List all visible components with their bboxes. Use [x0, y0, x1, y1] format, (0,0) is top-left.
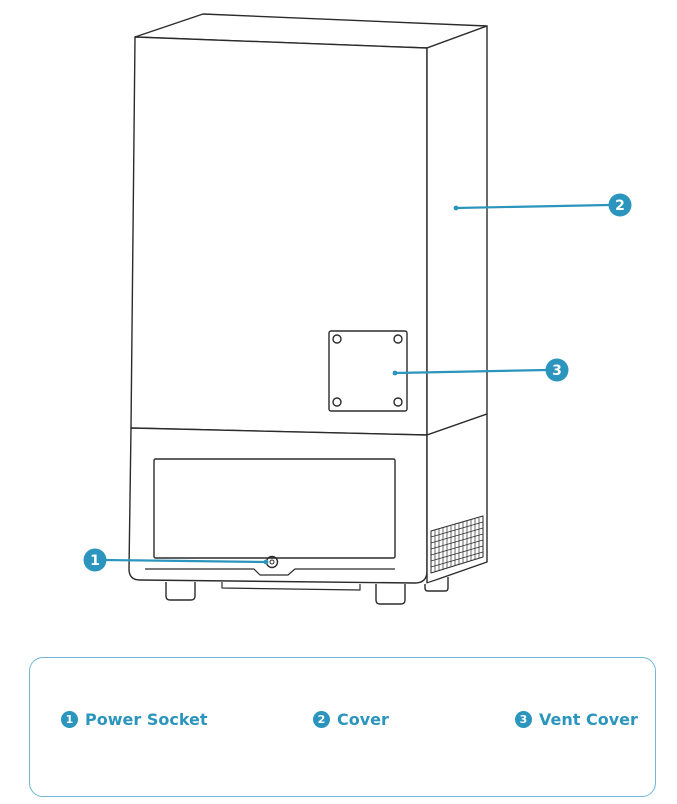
- front-lip: [145, 568, 395, 576]
- printer-body: [128, 13, 488, 605]
- printer-diagram: 1 2 3: [83, 13, 632, 605]
- vent-cover-plate: [328, 330, 408, 412]
- foot-back: [424, 577, 449, 592]
- foot-left: [165, 582, 196, 601]
- legend-badge-3: 3: [515, 711, 532, 728]
- cover-side: [426, 25, 488, 436]
- side-vent-hatch: [430, 518, 484, 572]
- base-side: [426, 413, 488, 584]
- side-vent-grille: [430, 515, 484, 574]
- callout-1-badge: [83, 548, 107, 572]
- callout-2-number: 2: [615, 198, 625, 214]
- legend-box: 1 Power Socket 2 Cover 3 Vent Cover: [29, 657, 656, 797]
- callout-2-badge: [608, 193, 632, 217]
- legend-item-vent-cover: 3 Vent Cover: [515, 710, 638, 729]
- legend-label-vent-cover: Vent Cover: [539, 710, 638, 729]
- legend-badge-2: 2: [313, 711, 330, 728]
- callout-3-badge: [545, 358, 569, 382]
- callout-3-number: 3: [552, 363, 562, 379]
- callout-2: 2: [453, 193, 632, 217]
- base-front: [128, 427, 428, 584]
- front-window: [153, 458, 396, 559]
- callout-1-number: 1: [90, 553, 100, 569]
- legend-item-cover: 2 Cover: [313, 710, 389, 729]
- foot-right: [375, 584, 406, 605]
- base-rail: [221, 582, 361, 591]
- callout-1: 1: [83, 548, 269, 572]
- legend-label-power-socket: Power Socket: [85, 710, 208, 729]
- legend-item-power-socket: 1 Power Socket: [61, 710, 208, 729]
- legend-badge-1: 1: [61, 711, 78, 728]
- legend-label-cover: Cover: [337, 710, 389, 729]
- cover-front: [130, 36, 428, 436]
- callout-3: 3: [392, 358, 569, 382]
